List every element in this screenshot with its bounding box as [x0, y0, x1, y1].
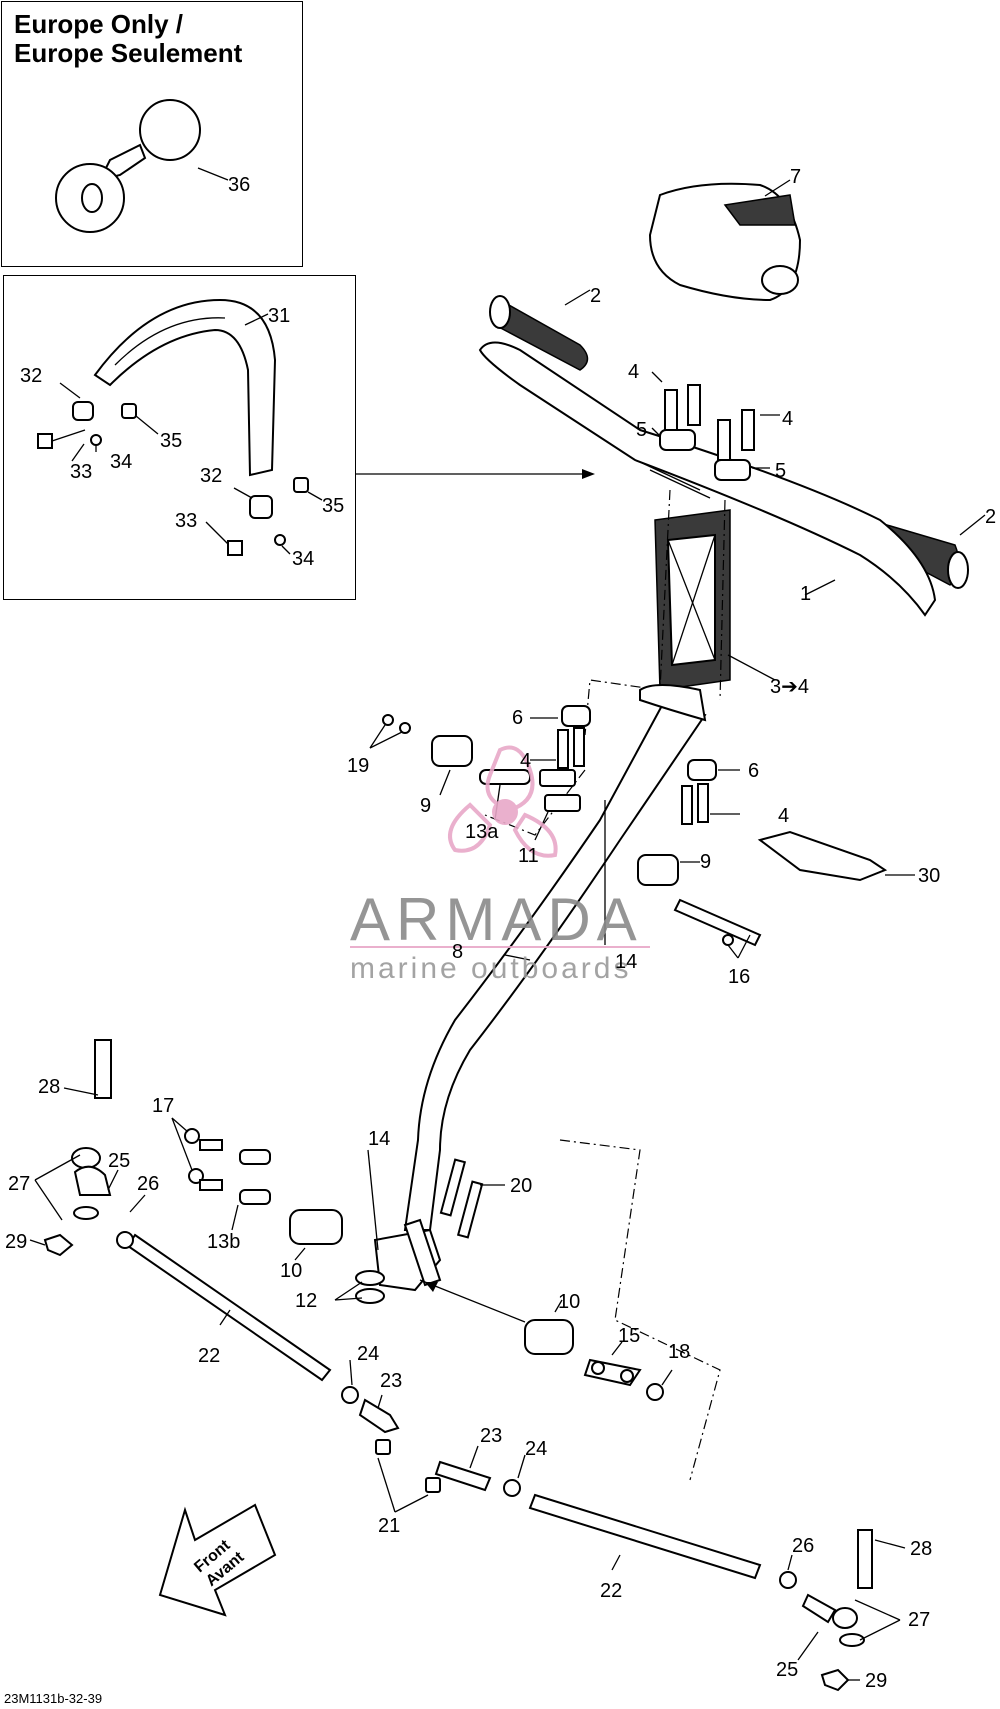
- handlebar-pad-part: [93, 298, 277, 477]
- europe-only-title: Europe Only / Europe Seulement: [14, 9, 243, 68]
- callout-6-b: 6: [748, 760, 759, 782]
- callout-9-a: 9: [420, 795, 431, 817]
- callout-29-b: 29: [865, 1670, 887, 1692]
- callout-35-b: 35: [322, 495, 344, 517]
- callout-23-b: 23: [480, 1425, 502, 1447]
- callout-28-a: 28: [38, 1076, 60, 1098]
- column-base-part: [355, 1158, 484, 1304]
- callout-22-b: 22: [600, 1580, 622, 1602]
- center-link-parts: [341, 1386, 521, 1497]
- callout-25-a: 25: [108, 1150, 130, 1172]
- callout-25-b: 25: [776, 1659, 798, 1681]
- callout-5-b: 5: [775, 460, 786, 482]
- europe-only-inset: Europe Only / Europe Seulement: [1, 1, 303, 267]
- figure-code: 23M1131b-32-39: [4, 1691, 102, 1706]
- ball-joint-right-part: [779, 1529, 873, 1692]
- callout-1: 1: [800, 583, 811, 605]
- horn-part: [55, 99, 201, 233]
- callout-34-b: 34: [292, 548, 314, 570]
- callout-32-a: 32: [20, 365, 42, 387]
- callout-19: 19: [347, 755, 369, 777]
- callout-34-a: 34: [110, 451, 132, 473]
- callout-13b: 13b: [207, 1231, 240, 1253]
- callout-10-a: 10: [280, 1260, 302, 1282]
- callout-13a: 13a: [465, 821, 499, 843]
- top-bolts-part: [659, 384, 755, 481]
- ball-joint-left-part: [43, 1039, 112, 1257]
- callout-4-d: 4: [778, 805, 789, 827]
- callout-17: 17: [152, 1095, 174, 1117]
- callout-12: 12: [295, 1290, 317, 1312]
- clamp-parts: [37, 401, 309, 556]
- callout-4-c: 4: [520, 750, 531, 772]
- callout-15: 15: [618, 1325, 640, 1347]
- callouts: 36 31 32 35 33 34 32 35 33 34 7 2 4 4 5 …: [5, 166, 996, 1692]
- callout-30: 30: [918, 865, 940, 887]
- callout-23-a: 23: [380, 1370, 402, 1392]
- callout-14-a: 14: [615, 951, 637, 973]
- callout-9-b: 9: [700, 851, 711, 873]
- callout-24-a: 24: [357, 1343, 379, 1365]
- callout-26-b: 26: [792, 1535, 814, 1557]
- callout-10-b: 10: [558, 1291, 580, 1313]
- watermark-brand: ARMADA: [350, 886, 643, 953]
- callout-2-b: 2: [985, 506, 996, 528]
- left-clip-parts: [184, 1128, 343, 1245]
- callout-29-a: 29: [5, 1231, 27, 1253]
- callout-7: 7: [790, 166, 801, 188]
- callout-20: 20: [510, 1175, 532, 1197]
- mid-clamps-part: [557, 705, 717, 825]
- grip-left-part: [489, 295, 589, 371]
- tie-rod-left-part: [116, 1231, 332, 1382]
- watermark-tagline: marine outboards: [350, 952, 631, 985]
- callout-11: 11: [518, 845, 539, 867]
- callout-4-a: 4: [628, 361, 639, 383]
- callout-32-b: 32: [200, 465, 222, 487]
- callout-26-a: 26: [137, 1173, 159, 1195]
- callout-14-b: 14: [368, 1128, 390, 1150]
- callout-5-a: 5: [636, 419, 647, 441]
- callout-16: 16: [728, 966, 750, 988]
- callout-33-b: 33: [175, 510, 197, 532]
- clip-parts: [382, 714, 762, 947]
- callout-22-a: 22: [198, 1345, 220, 1367]
- callout-27-b: 27: [908, 1609, 930, 1631]
- callout-33-a: 33: [70, 461, 92, 483]
- watermark: ARMADA marine outboards: [350, 745, 650, 985]
- callout-18: 18: [668, 1341, 690, 1363]
- callout-28-b: 28: [910, 1538, 932, 1560]
- callout-6-a: 6: [512, 707, 523, 729]
- callout-21: 21: [378, 1515, 400, 1537]
- tie-rod-right-part: [528, 1493, 762, 1580]
- callout-8: 8: [452, 941, 463, 963]
- plate-30-part: [757, 830, 888, 882]
- callout-36: 36: [228, 174, 250, 196]
- callout-35-a: 35: [160, 430, 182, 452]
- callout-4-b: 4: [782, 408, 793, 430]
- pad-7-part: [648, 182, 802, 302]
- front-direction-arrow: [158, 1503, 277, 1617]
- callout-27-a: 27: [8, 1173, 30, 1195]
- riser-part: [654, 509, 731, 691]
- callout-3-see-4: 3➔4: [770, 676, 809, 698]
- callout-2-a: 2: [590, 285, 601, 307]
- right-joint-parts: [524, 1319, 664, 1401]
- callout-24-b: 24: [525, 1438, 547, 1460]
- callout-31: 31: [268, 305, 290, 327]
